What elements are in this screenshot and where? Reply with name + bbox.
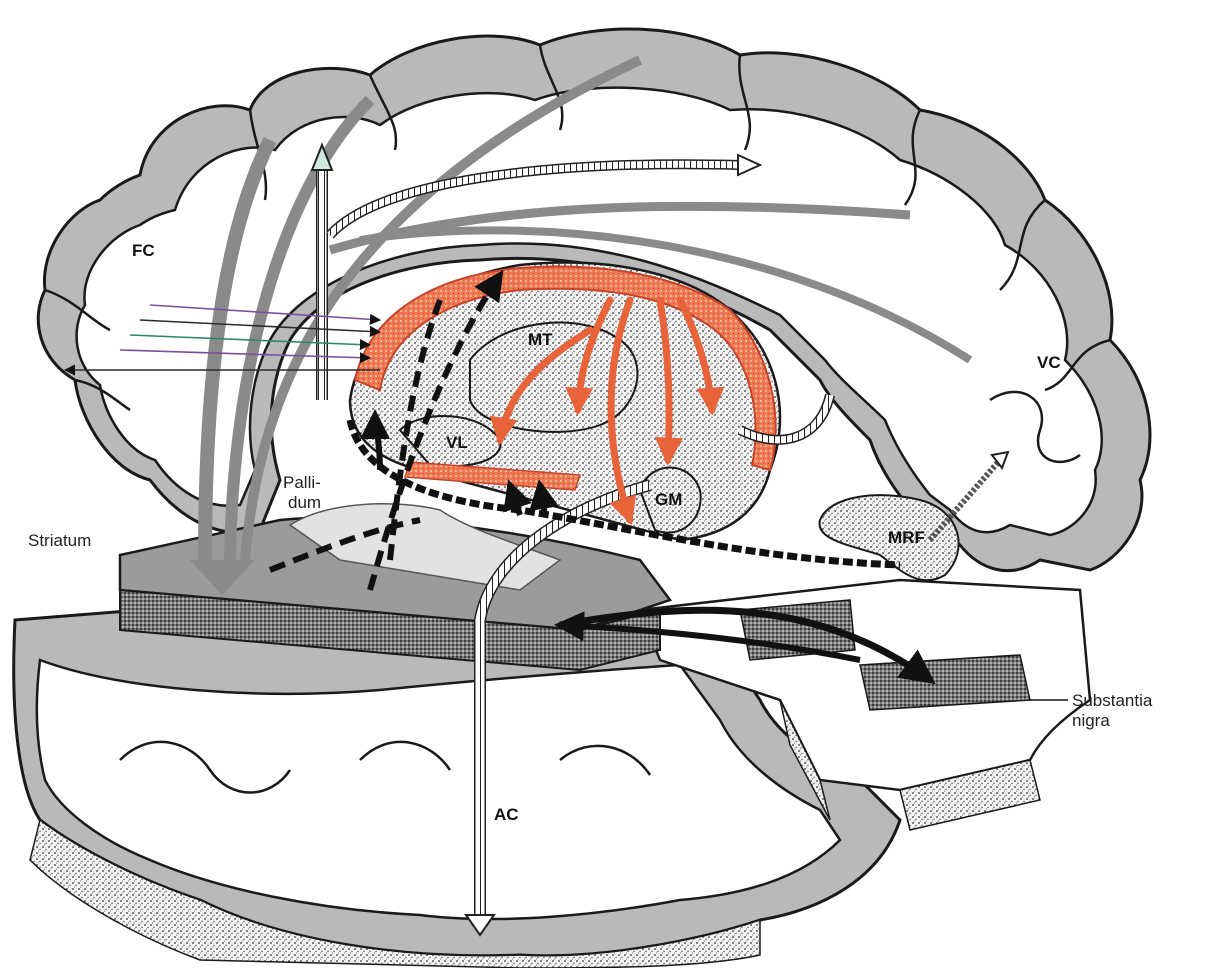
label-vc: VC bbox=[1037, 353, 1061, 372]
label-substantia-2: nigra bbox=[1072, 711, 1110, 730]
label-gm: GM bbox=[655, 490, 682, 509]
label-striatum: Striatum bbox=[28, 531, 91, 550]
label-ac: AC bbox=[494, 805, 519, 824]
label-substantia-1: Substantia bbox=[1072, 691, 1153, 710]
label-mt: MT bbox=[528, 330, 553, 349]
label-pallidum-1: Palli- bbox=[283, 473, 321, 492]
label-pallidum-2: dum bbox=[288, 493, 321, 512]
label-mrf: MRF bbox=[888, 528, 925, 547]
label-vl: VL bbox=[446, 433, 468, 452]
label-fc: FC bbox=[132, 241, 155, 260]
